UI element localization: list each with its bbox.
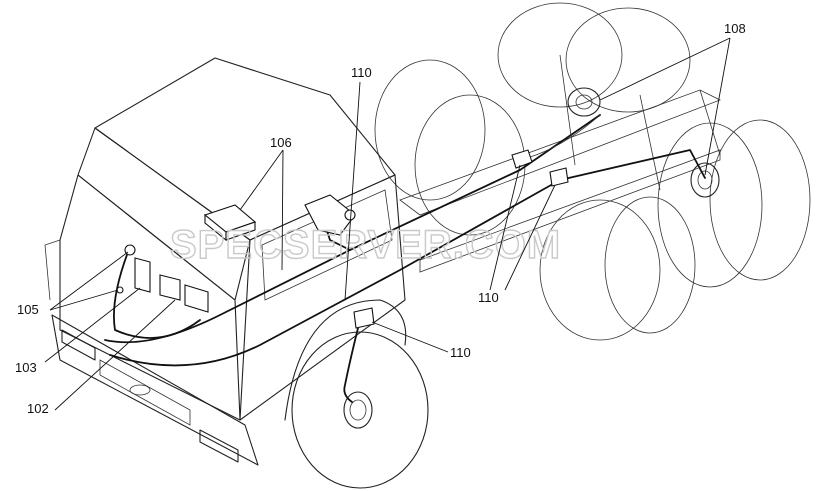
callout-110-top: 110 — [351, 65, 372, 80]
components — [116, 149, 569, 329]
wiring-harness — [104, 114, 706, 403]
callout-106: 106 — [270, 135, 292, 150]
leader-lines — [44, 37, 731, 411]
callout-103: 103 — [15, 360, 37, 375]
callout-105: 105 — [17, 302, 39, 317]
mount-bracket — [304, 194, 356, 236]
callout-102: 102 — [27, 401, 49, 416]
valve-110-bottom — [353, 307, 375, 329]
chassis-frame — [399, 54, 721, 273]
valve-110-mid — [549, 167, 569, 187]
callout-110-bottom: 110 — [450, 345, 471, 360]
wheel-hub-sensors — [567, 87, 720, 198]
front-wheel — [284, 299, 429, 489]
callout-labels: 108 110 106 110 110 105 103 102 — [15, 21, 746, 416]
module-103 — [134, 257, 151, 293]
rear-wheels — [374, 2, 811, 341]
callout-110-mid: 110 — [478, 290, 499, 305]
watermark-text: SPECSERVER.COM — [170, 223, 561, 267]
valve-110-top — [511, 149, 533, 169]
callout-108: 108 — [724, 21, 746, 36]
